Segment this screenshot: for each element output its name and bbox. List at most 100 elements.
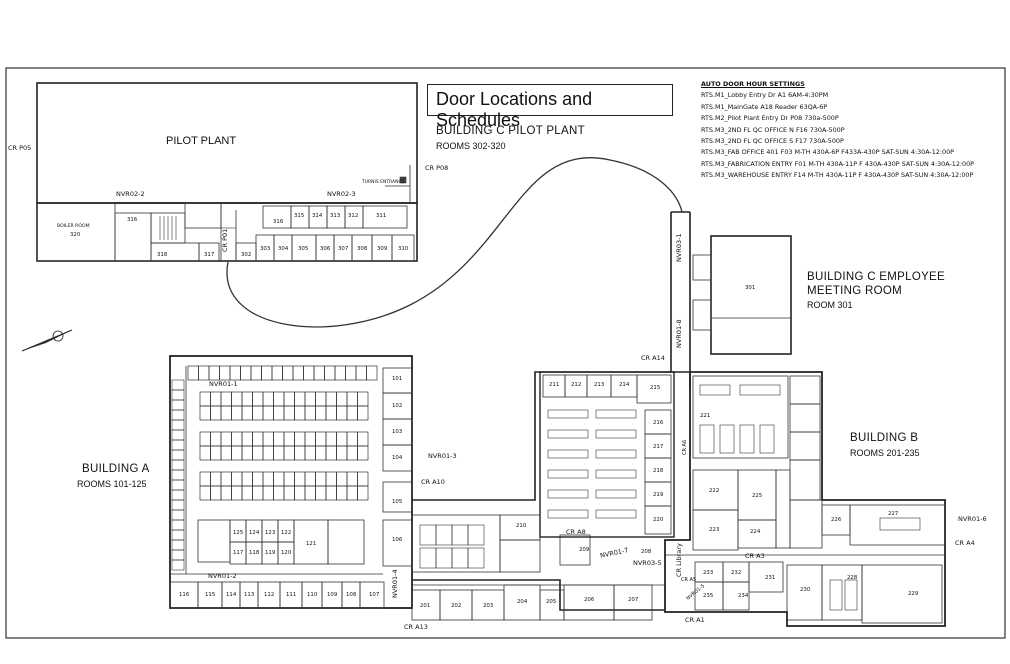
plan-cell [595, 449, 637, 459]
plan-cell [171, 529, 185, 541]
door-hours-legend: AUTO DOOR HOUR SETTINGS RTS.M1_Lobby Ent… [701, 80, 974, 183]
plan-cell [220, 431, 232, 447]
room-number: 304 [278, 246, 289, 252]
plan-cell [294, 405, 306, 421]
plan-cell [273, 431, 285, 447]
plan-cell [208, 365, 220, 381]
plan-cell [366, 365, 378, 381]
plan-cell [595, 489, 637, 499]
meeting-room-interior [692, 254, 791, 331]
plan-cell [262, 391, 274, 407]
plan-cell [315, 391, 327, 407]
room-number: 114 [226, 592, 237, 598]
door-tag: CR A8 [566, 528, 586, 536]
connector-outline [412, 371, 691, 611]
plan-cell [325, 391, 337, 407]
room-number: 316 [273, 219, 284, 225]
plan-cell [304, 391, 316, 407]
camera-tag: NVR01-4 [391, 569, 399, 598]
plan-cell [336, 391, 348, 407]
building-b-rooms-range: ROOMS 201-235 [850, 448, 920, 458]
plan-cell [315, 485, 327, 501]
plan-cell [325, 445, 337, 461]
plan-cell [171, 479, 185, 491]
pilot-plant-stairs [159, 176, 407, 240]
room-number: 210 [516, 523, 527, 529]
room-number: 301 [745, 285, 756, 291]
meeting-room-number: ROOM 301 [807, 300, 853, 310]
plan-cell [294, 445, 306, 461]
pilot-plant-rooms [36, 165, 415, 262]
plan-cell [171, 499, 185, 511]
door-tag: CR P05 [8, 144, 32, 152]
plan-cell [241, 471, 253, 487]
room-number: 108 [346, 592, 357, 598]
plan-cell [199, 485, 211, 501]
room-number: 226 [831, 517, 842, 523]
plan-cell [210, 471, 222, 487]
room-number: 229 [908, 591, 919, 597]
room-number: 113 [244, 592, 255, 598]
room-number: 311 [376, 213, 387, 219]
room-number: 312 [348, 213, 359, 219]
plan-cell [325, 431, 337, 447]
room-number: 317 [204, 252, 215, 258]
plan-cell [547, 489, 589, 499]
plan-cell [336, 485, 348, 501]
building-a-perimeter-cells [171, 379, 185, 571]
plan-cell [250, 365, 262, 381]
legend-line: RTS.M3_2ND FL QC OFFICE N F16 730A-500P [701, 125, 845, 134]
plan-cell [241, 431, 253, 447]
door-tag: CR A5 [681, 577, 697, 583]
room-number: 125 [233, 530, 244, 536]
legend-heading: AUTO DOOR HOUR SETTINGS [701, 80, 805, 88]
room-number: 225 [752, 493, 763, 499]
plan-cell [171, 419, 185, 431]
plan-cell [283, 445, 295, 461]
room-number: 117 [233, 550, 244, 556]
room-number: 121 [306, 541, 317, 547]
room-number: 214 [619, 382, 630, 388]
camera-tag: NVR02-3 [327, 190, 356, 198]
plan-cell [273, 405, 285, 421]
plan-cell [219, 365, 231, 381]
plan-cell [231, 485, 243, 501]
legend-line: RTS.M3_2ND FL QC OFFICE S F17 730A-500P [701, 136, 844, 145]
plan-cell [595, 409, 637, 419]
building-a-cubicles [187, 365, 378, 501]
room-number: 207 [628, 597, 639, 603]
plan-cell [595, 429, 637, 439]
plan-cell [171, 539, 185, 551]
plan-cell [324, 365, 336, 381]
plan-cell [220, 485, 232, 501]
plan-cell [199, 471, 211, 487]
room-number: 106 [392, 537, 403, 543]
room-number: 115 [205, 592, 216, 598]
legend-line: RTS.M1_Lobby Entry Dr A1 6AM-4:30PM [701, 91, 829, 100]
building-b-outline [664, 371, 946, 627]
door-tag: CR Library [675, 543, 683, 577]
plan-cell [313, 365, 325, 381]
plan-cell [315, 471, 327, 487]
plan-cell [336, 471, 348, 487]
room-number: 104 [392, 455, 403, 461]
camera-tag: NVR03-5 [633, 559, 662, 567]
plan-cell [252, 485, 264, 501]
camera-tag: NVR01-6 [958, 515, 987, 523]
room-number: 233 [703, 570, 714, 576]
door-tag: CR A10 [421, 478, 445, 486]
room-number: 302 [241, 252, 252, 258]
plan-cell [171, 379, 185, 391]
room-number: 230 [800, 587, 811, 593]
room-number: 123 [265, 530, 276, 536]
building-b-benches [699, 384, 921, 611]
lab-block [539, 371, 675, 538]
plan-cell [171, 559, 185, 571]
plan-cell [241, 391, 253, 407]
room-number: 202 [451, 603, 462, 609]
room-number: 228 [847, 575, 858, 581]
building-a-outline [169, 355, 413, 609]
plan-cell [336, 405, 348, 421]
